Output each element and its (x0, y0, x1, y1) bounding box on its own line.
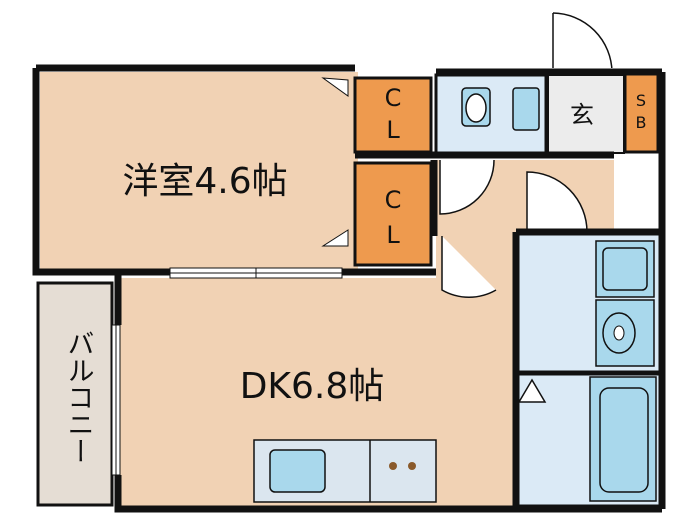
entrance-door (549, 12, 617, 75)
door-swing (439, 159, 588, 298)
balcony (36, 281, 114, 507)
shoe-box-b: B (636, 113, 647, 132)
closet-door-marker (321, 77, 349, 97)
closet-door-marker (321, 229, 349, 247)
wash-basin-icon (595, 299, 655, 367)
closet-upper-l: L (386, 116, 400, 144)
stove-burner-icon (389, 462, 397, 470)
kitchen-counter (253, 439, 437, 503)
closet-lower-l: L (386, 221, 400, 249)
entrance (547, 74, 625, 154)
sink-icon (269, 449, 326, 493)
walls (32, 64, 666, 513)
balcony-label: バルコニー (63, 330, 94, 465)
dk-label: DK6.8帖 (240, 366, 385, 407)
sliding-window (169, 267, 343, 279)
toilet-icon (461, 87, 540, 131)
entrance-label: 玄 (570, 101, 594, 129)
closet-upper (353, 76, 433, 154)
closet-upper-c: C (385, 84, 402, 112)
washing-machine-icon (595, 240, 655, 298)
western-room-label: 洋室4.6帖 (122, 161, 287, 202)
closet-lower (353, 161, 433, 267)
shoe-box-s: S (636, 91, 646, 110)
balcony-window (111, 324, 121, 476)
bathtub-icon (589, 376, 657, 502)
stove-burner-icon (408, 462, 416, 470)
western-room (40, 72, 358, 270)
closet-lower-c: C (385, 186, 402, 214)
bath-door-marker (517, 378, 547, 403)
